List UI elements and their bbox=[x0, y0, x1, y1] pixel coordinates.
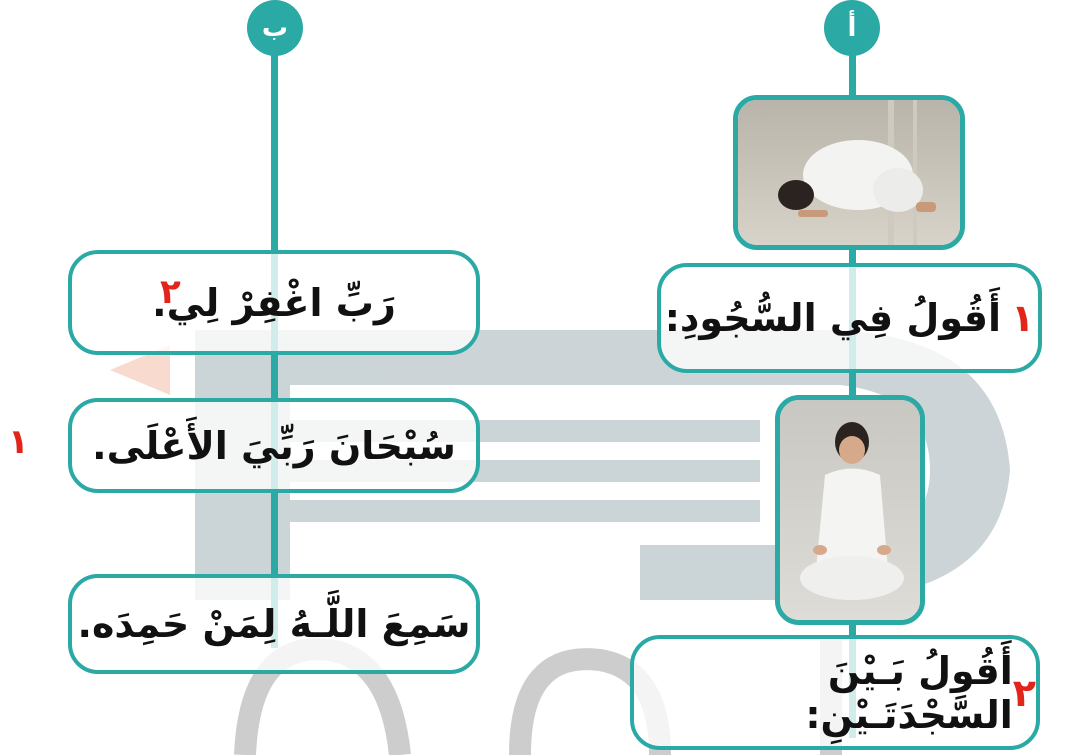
item-number: ٢ bbox=[1012, 670, 1036, 715]
left-box-2: سُبْحَانَ رَبِّيَ الأَعْلَى. bbox=[68, 398, 480, 493]
boy-prostrating-image bbox=[733, 95, 965, 250]
box-text: رَبِّ اغْفِرْ لِي. bbox=[152, 280, 396, 325]
box-text: سَمِعَ اللَّـهُ لِمَنْ حَمِدَه. bbox=[77, 602, 471, 646]
box-text: أَقُولُ فِي السُّجُودِ: bbox=[664, 296, 1002, 340]
right-box-2: ٢ أَقُولُ بَـيْنَ السَّجْدَتَـيْنِ: bbox=[630, 635, 1040, 750]
right-box-1: ١ أَقُولُ فِي السُّجُودِ: bbox=[657, 263, 1042, 373]
right-connector-line bbox=[849, 28, 856, 738]
box-text: أَقُولُ بَـيْنَ السَّجْدَتَـيْنِ: bbox=[805, 648, 1013, 737]
badge-ba: ب bbox=[247, 0, 303, 56]
item-number: ١ bbox=[8, 422, 29, 462]
boy-sitting-image bbox=[775, 395, 925, 625]
item-number: ٢ bbox=[160, 272, 181, 312]
badge-alef: أ bbox=[824, 0, 880, 56]
box-text: سُبْحَانَ رَبِّيَ الأَعْلَى. bbox=[92, 423, 456, 468]
left-box-1: رَبِّ اغْفِرْ لِي. ٢ bbox=[68, 250, 480, 355]
item-number: ١ bbox=[1011, 296, 1035, 340]
left-box-3: سَمِعَ اللَّـهُ لِمَنْ حَمِدَه. bbox=[68, 574, 480, 674]
